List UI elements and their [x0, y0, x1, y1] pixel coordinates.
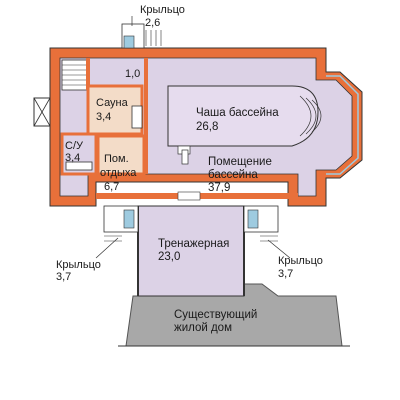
porch-top-door — [123, 35, 135, 49]
pool-steps — [299, 95, 322, 137]
porch-right-steps — [260, 235, 278, 242]
bay-window-glass — [326, 75, 359, 175]
pool-room-name2: бассейна — [208, 169, 258, 181]
bowl-area: 26,8 — [196, 121, 218, 133]
leader-porch-right — [267, 239, 291, 259]
porch-right-name: Крыльцо — [278, 255, 323, 267]
rest-name2: отдыха — [100, 167, 137, 179]
porch-right-area: 3,7 — [278, 268, 293, 280]
rest-name: Пом. — [104, 153, 129, 165]
gym-name: Тренажерная — [158, 238, 229, 250]
hall-area: 1,0 — [125, 68, 140, 80]
existing-house-name: Существующий — [174, 309, 257, 321]
gym-door — [177, 191, 201, 201]
pool-room-name: Помещение — [208, 156, 272, 168]
wc-name: С/У — [65, 140, 84, 152]
hall-room — [90, 60, 146, 84]
porch-left-name: Крыльцо — [56, 259, 101, 271]
rest-area: 6,7 — [104, 181, 119, 193]
porch-top-name: Крыльцо — [140, 4, 185, 16]
porch-right-door — [247, 209, 259, 229]
stair-steps — [62, 64, 88, 86]
porch-left-area: 3,7 — [56, 271, 71, 283]
bowl-name: Чаша бассейна — [196, 107, 279, 119]
porch-left-steps — [104, 235, 122, 242]
porch-left-door — [123, 209, 135, 229]
pool-ladder-2 — [181, 149, 189, 165]
leader-porch-left — [95, 237, 119, 259]
gym-area: 23,0 — [158, 251, 180, 263]
existing-house-name2: жилой дом — [174, 322, 232, 334]
porch-top-area: 2,6 — [145, 17, 160, 29]
gym-room — [137, 205, 245, 297]
wc-toilet — [65, 161, 93, 171]
wc-area: 3,4 — [65, 152, 80, 164]
left-window-cross2 — [33, 97, 51, 127]
sauna-name: Сауна — [96, 97, 129, 109]
porch-top-steps — [145, 30, 162, 46]
sauna-stove — [131, 105, 143, 129]
sauna-area: 3,4 — [96, 111, 111, 123]
pool-bowl — [167, 85, 319, 147]
pool-room-area: 37,9 — [208, 182, 230, 194]
